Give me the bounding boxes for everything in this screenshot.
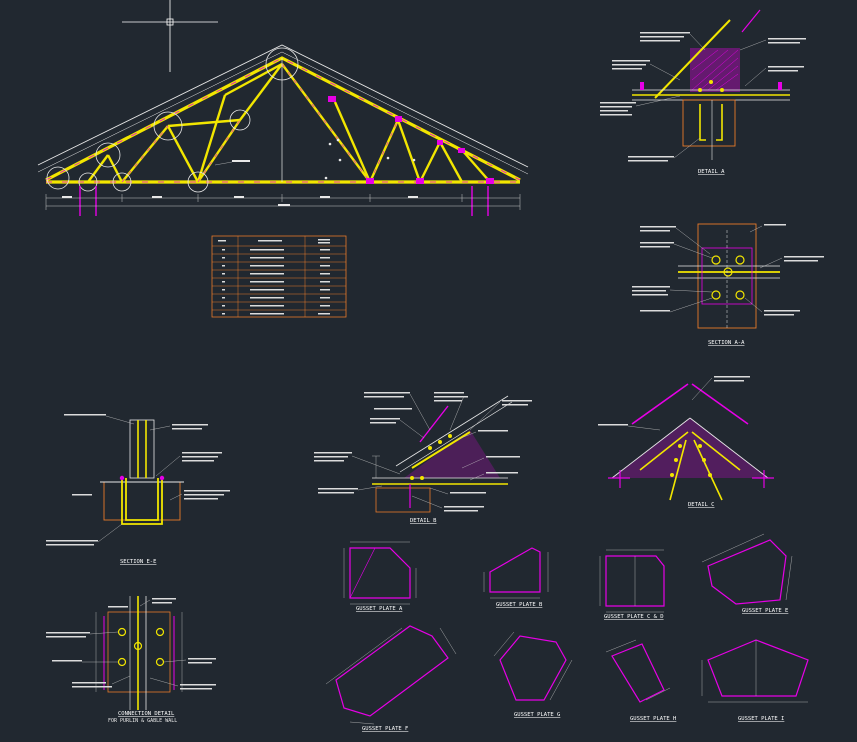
connection-detail-caption-1: CONNECTION DETAIL — [118, 711, 175, 717]
detail-c-drawing: DETAIL C — [598, 376, 774, 508]
gusset-plate-f: GUSSET PLATE F — [325, 625, 457, 732]
detail-b-caption: DETAIL B — [410, 518, 437, 524]
gusset-e-caption: GUSSET PLATE E — [742, 608, 788, 614]
detail-a-caption: DETAIL A — [698, 169, 725, 175]
gusset-plate-g: GUSSET PLATE G — [493, 631, 573, 718]
member-schedule-table — [211, 235, 347, 318]
section-ee-drawing: SECTION E-E — [46, 414, 230, 565]
crosshair-cursor-icon — [122, 0, 218, 72]
section-ee-caption: SECTION E-E — [120, 559, 156, 565]
gusset-cd-caption: GUSSET PLATE C & D — [604, 614, 664, 620]
gusset-plate-b: GUSSET PLATE B — [483, 547, 549, 608]
gusset-i-caption: GUSSET PLATE I — [738, 716, 784, 722]
gusset-a-caption: GUSSET PLATE A — [356, 606, 403, 612]
gusset-plate-i: GUSSET PLATE I — [701, 639, 809, 722]
gusset-h-caption: GUSSET PLATE H — [630, 716, 676, 722]
gusset-b-caption: GUSSET PLATE B — [496, 602, 543, 608]
gusset-g-caption: GUSSET PLATE G — [514, 712, 560, 718]
roof-truss-elevation — [37, 44, 529, 216]
gusset-f-caption: GUSSET PLATE F — [362, 726, 408, 732]
gusset-plate-h: GUSSET PLATE H — [605, 639, 676, 722]
detail-b-drawing: DETAIL B — [314, 392, 532, 524]
gusset-plate-e: GUSSET PLATE E — [701, 533, 793, 614]
gusset-plate-cd: GUSSET PLATE C & D — [599, 549, 665, 620]
detail-a-drawing: DETAIL A — [600, 9, 806, 175]
section-aa-drawing: SECTION A-A — [632, 223, 824, 346]
gusset-plate-a: GUSSET PLATE A — [343, 541, 417, 612]
section-aa-caption: SECTION A-A — [708, 340, 745, 346]
detail-c-caption: DETAIL C — [688, 502, 715, 508]
connection-detail-caption-2: FOR PURLIN & GABLE WALL — [108, 718, 177, 724]
connection-detail-drawing: CONNECTION DETAIL FOR PURLIN & GABLE WAL… — [46, 596, 216, 724]
